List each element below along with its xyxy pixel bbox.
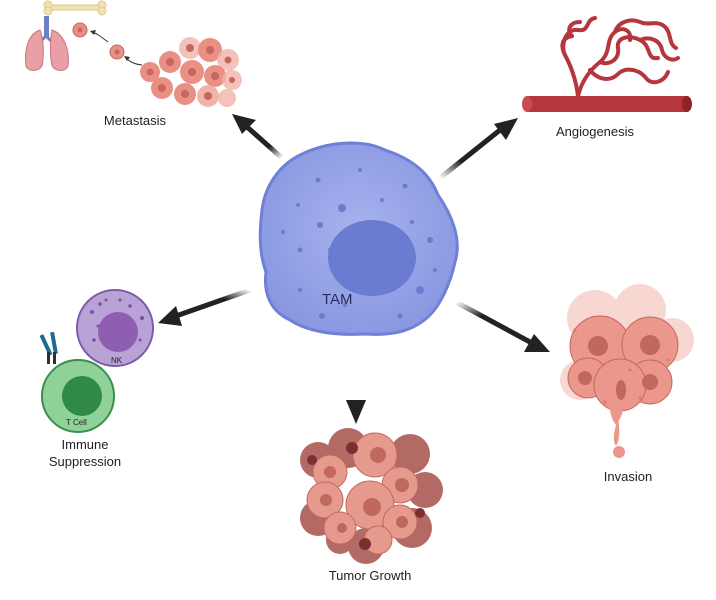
metastasis-illustration <box>25 0 242 107</box>
nk-cell: NK <box>76 289 154 367</box>
arrow-to-metastasis <box>232 114 284 160</box>
invasion-illustration <box>560 284 694 458</box>
t-cell: T Cell <box>41 359 115 433</box>
tam-cell: TAM <box>258 141 459 336</box>
tcell-label: T Cell <box>66 418 87 427</box>
tumor-growth-label: Tumor Growth <box>329 568 412 583</box>
arrow-to-angiogenesis <box>438 118 518 180</box>
angiogenesis-label: Angiogenesis <box>556 124 635 139</box>
receptor-icon <box>39 331 58 364</box>
arrow-to-immune-suppression <box>158 287 251 326</box>
nk-label: NK <box>111 356 123 365</box>
lungs-icon <box>25 16 69 71</box>
arrow-to-tumor-growth <box>346 330 366 424</box>
bone-icon <box>43 0 107 16</box>
tumor-cluster-icon <box>140 37 242 107</box>
metastasis-label: Metastasis <box>104 113 167 128</box>
tam-label: TAM <box>322 291 353 308</box>
blood-vessel-icon <box>522 16 692 112</box>
immune-suppression-label-line2: Suppression <box>49 454 121 469</box>
tam-nucleus <box>328 220 416 296</box>
invasion-label: Invasion <box>604 469 652 484</box>
tam-granules <box>281 168 437 319</box>
tumor-growth-illustration <box>300 428 443 564</box>
arrow-to-invasion <box>454 299 550 352</box>
immune-suppression-label-line1: Immune <box>62 437 109 452</box>
